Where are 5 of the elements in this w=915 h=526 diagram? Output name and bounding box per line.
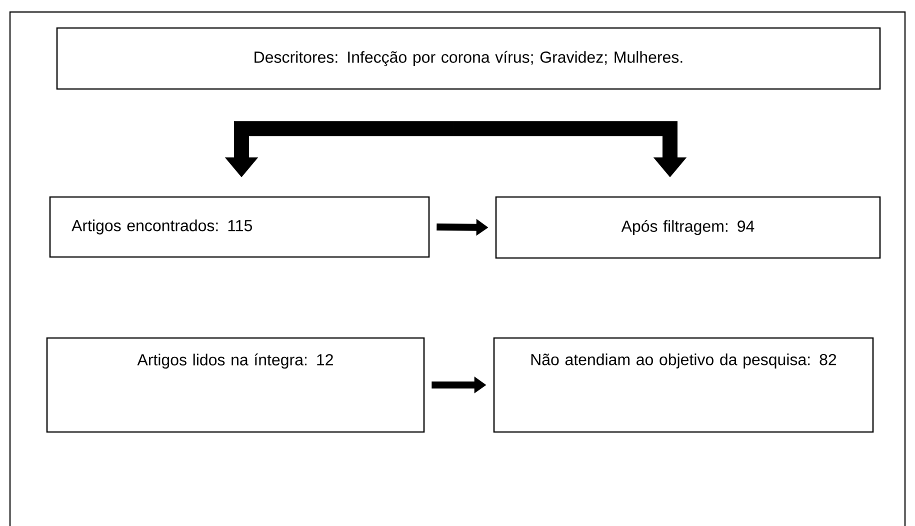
process-box: Descritores: Infecção por corona vírus; Gravidez; Mulheres.	[56, 27, 881, 90]
process-box: Após filtragem: 94	[495, 196, 881, 259]
process-box: Artigos lidos na íntegra: 12	[46, 337, 425, 433]
process-box: Artigos encontrados: 115	[49, 196, 430, 258]
process-box: Não atendiam ao objetivo da pesquisa: 82	[493, 337, 874, 433]
